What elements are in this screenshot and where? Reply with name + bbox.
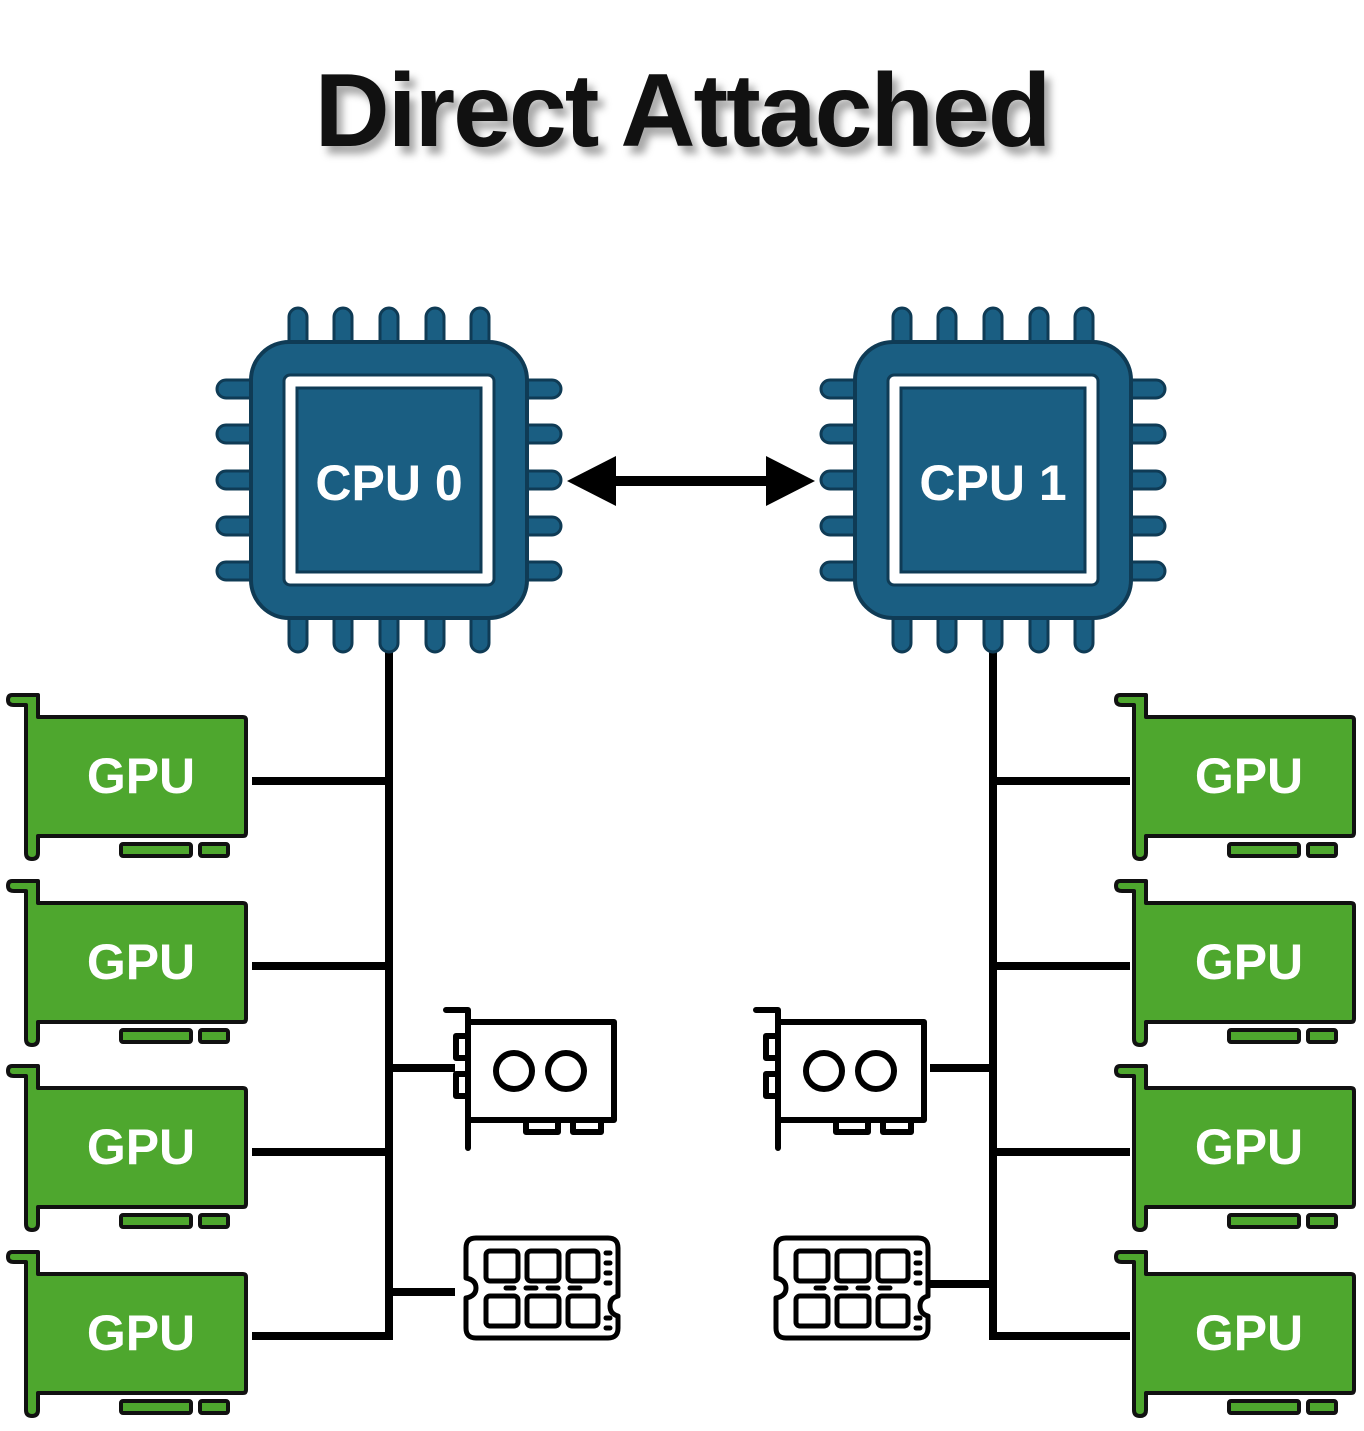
- diagram-title: Direct Attached: [314, 53, 1052, 169]
- gpu-label: GPU: [1195, 1119, 1303, 1175]
- memory-module-icon: [776, 1238, 928, 1338]
- right-gpu-3: GPU: [1114, 1064, 1356, 1232]
- gpu-label: GPU: [1195, 934, 1303, 990]
- cpu-interconnect-arrow: [567, 456, 815, 506]
- gpu-label: GPU: [87, 1119, 195, 1175]
- left-gpu-3: GPU: [6, 1064, 248, 1232]
- gpu-label: GPU: [1195, 1305, 1303, 1361]
- gpu-label: GPU: [87, 748, 195, 804]
- cpu-1-label: CPU 1: [919, 455, 1066, 511]
- arrow-left-head-icon: [567, 456, 616, 506]
- left-gpu-4: GPU: [6, 1250, 248, 1418]
- left-memory: [466, 1238, 618, 1338]
- right-memory: [776, 1238, 928, 1338]
- right-nic: [756, 1010, 924, 1148]
- memory-module-icon: [466, 1238, 618, 1338]
- right-bus-lines: [930, 640, 1130, 1340]
- arrow-right-head-icon: [766, 456, 815, 506]
- right-gpu-4: GPU: [1114, 1250, 1356, 1418]
- cpu-0-label: CPU 0: [315, 455, 462, 511]
- gpu-label: GPU: [1195, 748, 1303, 804]
- left-nic: [446, 1010, 614, 1148]
- right-gpu-2: GPU: [1114, 879, 1356, 1047]
- gpu-label: GPU: [87, 934, 195, 990]
- left-bus-lines: [252, 640, 455, 1340]
- left-gpu-1: GPU: [6, 693, 248, 861]
- cpu-1: CPU 1: [819, 306, 1167, 654]
- gpu-label: GPU: [87, 1305, 195, 1361]
- network-card-icon: [756, 1010, 924, 1148]
- network-card-icon: [446, 1010, 614, 1148]
- right-gpu-1: GPU: [1114, 693, 1356, 861]
- cpu-0: CPU 0: [215, 306, 563, 654]
- left-gpu-2: GPU: [6, 879, 248, 1047]
